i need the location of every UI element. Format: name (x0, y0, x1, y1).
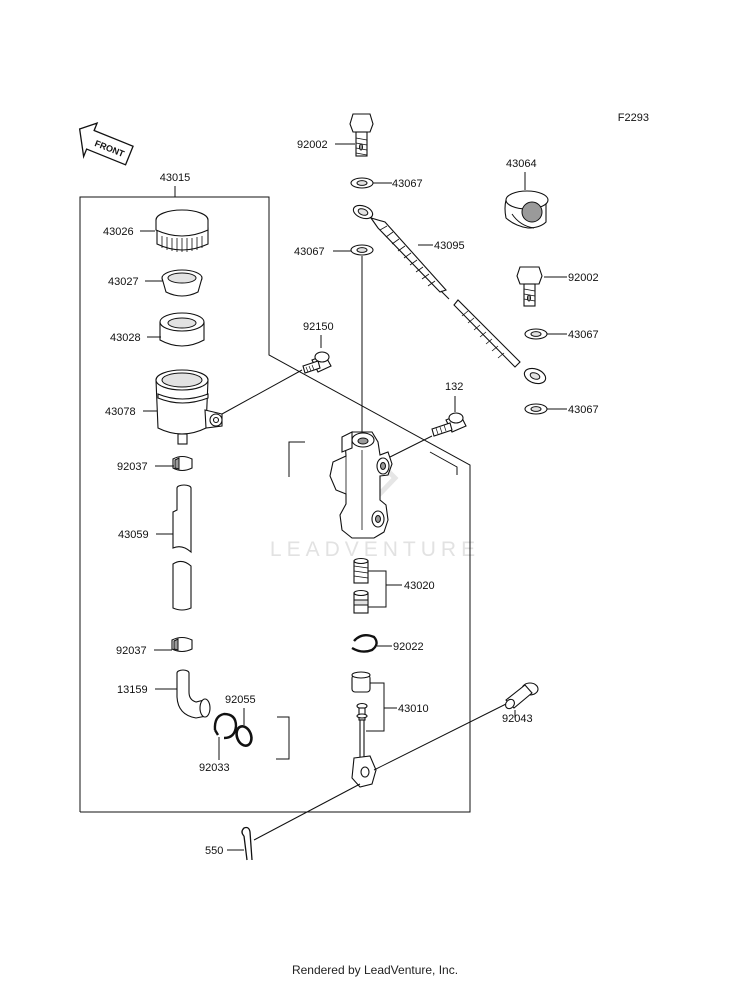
washer-43067-b (350, 244, 374, 256)
label-92055: 92055 (225, 694, 256, 706)
label-43028: 43028 (110, 332, 141, 344)
label-43078: 43078 (105, 406, 136, 418)
label-43026: 43026 (103, 226, 134, 238)
label-43067-a: 43067 (392, 178, 423, 190)
label-132: 132 (445, 381, 463, 393)
label-43020: 43020 (404, 580, 435, 592)
diaphragm (159, 312, 205, 347)
bolt-92150 (302, 351, 332, 374)
clevis-pin-92043 (505, 682, 539, 710)
washer-43067-a (350, 177, 374, 189)
label-43064: 43064 (506, 158, 537, 170)
washer-43067-c (524, 328, 548, 340)
label-13159: 13159 (117, 684, 148, 696)
hose-clamp-upper (172, 455, 193, 472)
snap-ring-92022 (351, 634, 378, 653)
label-43010: 43010 (398, 703, 429, 715)
label-92022: 92022 (393, 641, 424, 653)
reservoir-group-outline: 43015 (79, 172, 471, 813)
banjo-bolt-upper (349, 113, 374, 157)
label-92043: 92043 (502, 713, 533, 725)
footer-credit: Rendered by LeadVenture, Inc. (291, 963, 459, 977)
diaphragm-plate (161, 269, 203, 297)
watermark-text: LEADVENTURE (270, 538, 480, 561)
push-rod-boot (351, 671, 371, 693)
grommet-43064 (504, 190, 549, 229)
label-43015: 43015 (160, 172, 191, 184)
cylinder-group-outline (288, 441, 305, 477)
washer-43067-d (524, 403, 548, 415)
label-43067-d: 43067 (568, 404, 599, 416)
label-92002-upper: 92002 (297, 139, 328, 151)
front-arrow-icon: FRONT (78, 122, 134, 166)
circlip-92033 (213, 712, 238, 740)
piston-cup (353, 589, 369, 614)
brake-hose (352, 204, 547, 385)
figure-code: F2293 (618, 112, 649, 124)
label-43059: 43059 (118, 529, 149, 541)
reservoir-hose (172, 484, 192, 611)
label-43095: 43095 (434, 240, 465, 252)
master-cylinder-body (329, 431, 393, 539)
label-92002-lower: 92002 (568, 272, 599, 284)
label-92033: 92033 (199, 762, 230, 774)
label-550: 550 (205, 845, 223, 857)
hose-clamp-lower (171, 636, 193, 653)
reservoir-cap (155, 209, 209, 252)
piston-spring (353, 557, 369, 584)
label-43067-b: 43067 (294, 246, 325, 258)
o-ring-92055 (235, 725, 253, 747)
label-92037-lower: 92037 (116, 645, 147, 657)
label-43067-c: 43067 (568, 329, 599, 341)
bolt-132 (431, 412, 467, 437)
push-rod (351, 702, 377, 788)
label-43027: 43027 (108, 276, 139, 288)
label-92037-upper: 92037 (117, 461, 148, 473)
label-92150: 92150 (303, 321, 334, 333)
hose-elbow (176, 669, 211, 719)
cotter-pin-550 (241, 826, 253, 861)
banjo-bolt-lower (516, 266, 543, 307)
reservoir-tank (155, 369, 223, 445)
